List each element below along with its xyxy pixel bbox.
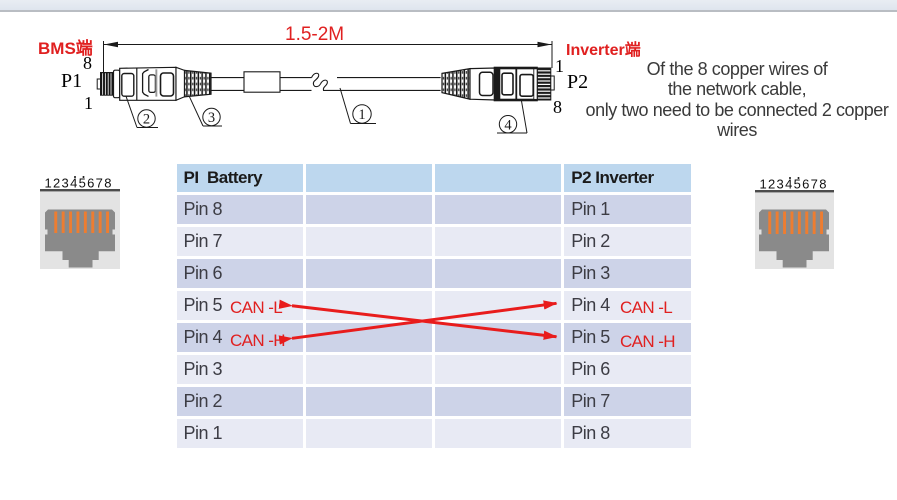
svg-text:12345678: 12345678 (45, 176, 113, 191)
svg-text:4: 4 (504, 117, 512, 133)
svg-text:1: 1 (358, 107, 365, 123)
svg-text:3: 3 (208, 110, 215, 126)
svg-text:12345678: 12345678 (760, 177, 828, 192)
svg-text:2: 2 (143, 112, 150, 128)
